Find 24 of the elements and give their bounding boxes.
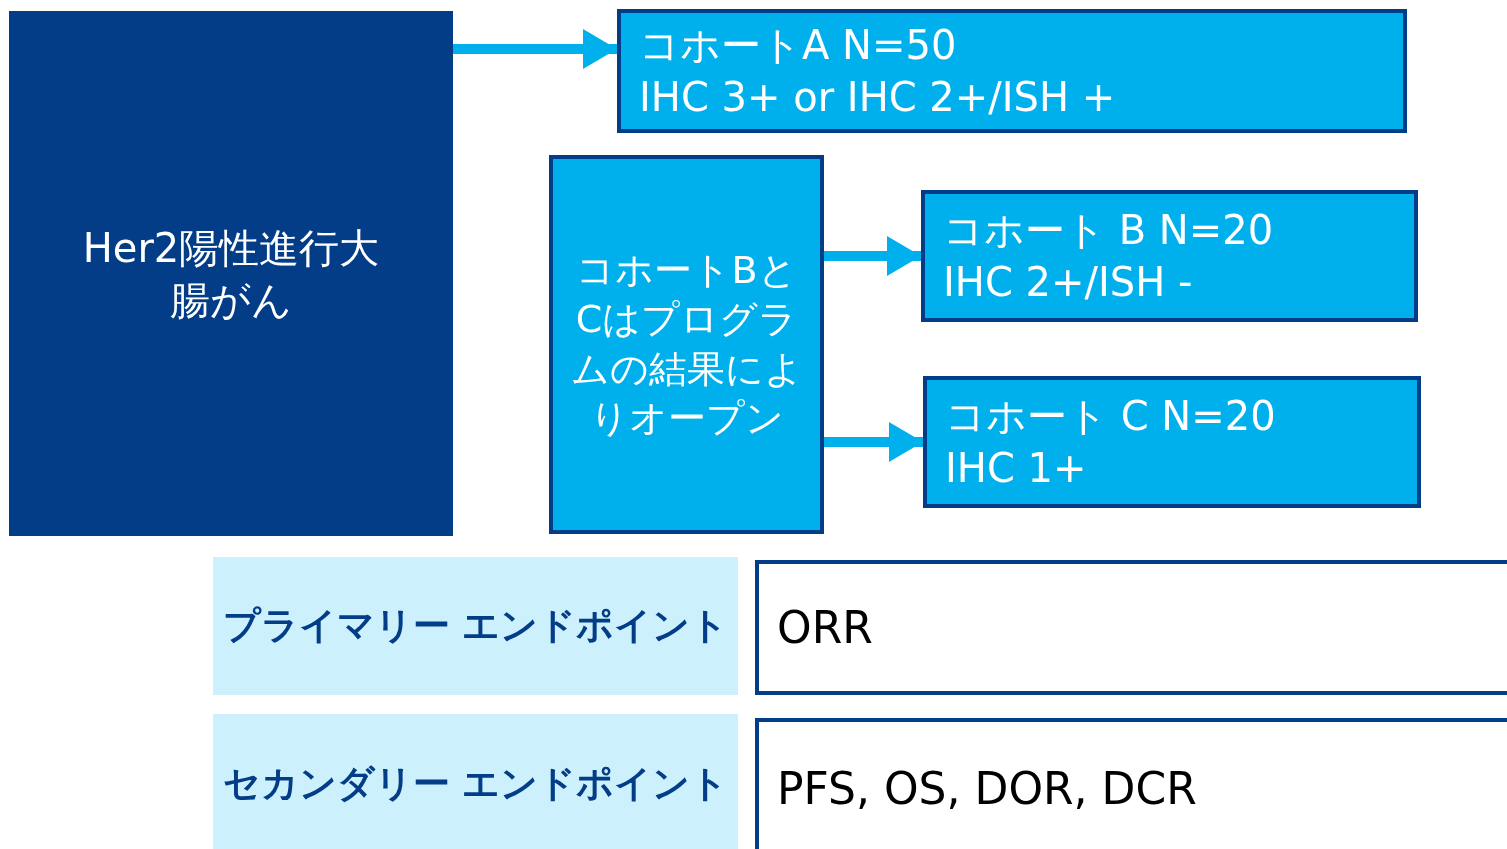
arrow <box>824 422 923 462</box>
cohort-box <box>617 9 1407 133</box>
cohort-text: コホート C N=20 <box>945 392 1276 441</box>
box-text: Her2陽性進行大腸がん <box>81 223 381 325</box>
box-text: PFS, OS, DOR, DCR <box>777 762 1197 814</box>
disease-box <box>9 11 453 536</box>
endpoint-value-cell <box>755 560 1507 695</box>
box-text: セカンダリー エンドポイント <box>222 761 729 807</box>
cohort-text: コホート B N=20 <box>943 206 1274 255</box>
endpoint-value-cell <box>755 718 1507 849</box>
cohort-text: IHC 1+ <box>945 444 1087 493</box>
cohort-text: IHC 2+/ISH - <box>943 258 1193 307</box>
endpoint-header-cell <box>213 714 738 849</box>
cohort-text: IHC 3+ or IHC 2+/ISH + <box>639 73 1116 122</box>
box-text: ORR <box>777 602 873 653</box>
note-box <box>549 155 824 534</box>
box-text: コホートBとCはプログラムの結果によりオープン <box>569 246 804 442</box>
arrow <box>824 236 921 276</box>
arrow <box>453 29 617 69</box>
endpoint-header-cell <box>213 557 738 695</box>
box-text: プライマリー エンドポイント <box>222 603 729 649</box>
cohort-box <box>923 376 1421 508</box>
cohort-text: コホートA N=50 <box>639 21 957 70</box>
cohort-box <box>921 190 1418 322</box>
